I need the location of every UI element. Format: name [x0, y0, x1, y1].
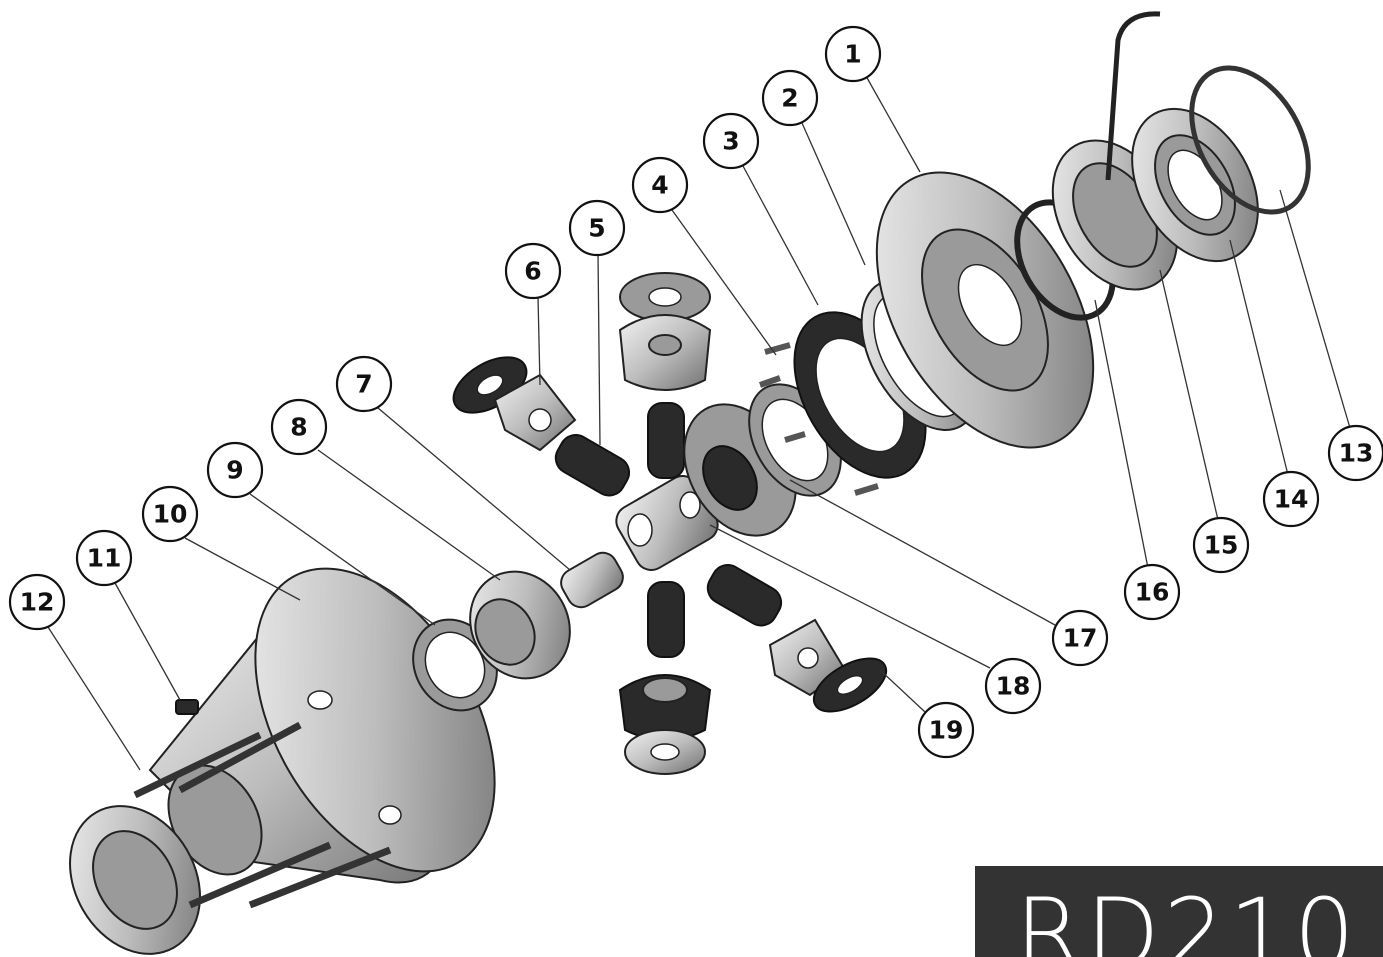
svg-text:12: 12 [20, 588, 55, 617]
svg-text:13: 13 [1339, 439, 1374, 468]
part-center-block-18 [615, 475, 719, 571]
callout-19: 19 [917, 701, 975, 759]
part-springs [759, 342, 879, 496]
callout-6: 6 [504, 242, 562, 300]
svg-text:3: 3 [722, 127, 739, 156]
svg-text:1: 1 [844, 40, 861, 69]
model-badge: RD210 [975, 866, 1383, 957]
part-pinion-gear-19 [768, 618, 888, 713]
callout-2: 2 [761, 69, 819, 127]
svg-text:19: 19 [929, 716, 964, 745]
svg-text:18: 18 [996, 672, 1031, 701]
leader-lines [47, 75, 1351, 771]
callout-12: 12 [8, 573, 66, 631]
callout-11: 11 [75, 529, 133, 587]
part-bearing-14 [1131, 107, 1259, 263]
svg-text:14: 14 [1274, 485, 1309, 514]
part-screw-small [175, 699, 199, 715]
part-bolts [133, 721, 392, 909]
svg-text:15: 15 [1204, 531, 1239, 560]
callout-16: 16 [1123, 563, 1181, 621]
part-shaft-7 [560, 551, 624, 609]
callout-15: 15 [1192, 516, 1250, 574]
callout-17: 17 [1051, 609, 1109, 667]
svg-text:16: 16 [1135, 578, 1170, 607]
callout-8: 8 [270, 398, 328, 456]
part-pinion-gear-6 [452, 356, 577, 452]
svg-text:5: 5 [588, 214, 605, 243]
part-pinion-gear-top [618, 272, 712, 391]
svg-text:11: 11 [87, 544, 122, 573]
svg-text:17: 17 [1063, 624, 1098, 653]
callout-4: 4 [631, 156, 689, 214]
callout-1: 1 [824, 25, 882, 83]
callout-3: 3 [702, 112, 760, 170]
model-label: RD210 [1015, 878, 1359, 957]
svg-text:9: 9 [226, 456, 243, 485]
svg-text:6: 6 [524, 257, 541, 286]
callout-7: 7 [335, 355, 393, 413]
svg-text:7: 7 [355, 370, 372, 399]
part-pinion-gear-bottom [618, 674, 712, 775]
svg-text:10: 10 [153, 500, 188, 529]
svg-text:8: 8 [290, 413, 307, 442]
svg-text:2: 2 [781, 84, 798, 113]
callout-5: 5 [568, 199, 626, 257]
part-side-gear-8 [469, 570, 571, 680]
callout-10: 10 [141, 485, 199, 543]
callout-9: 9 [206, 441, 264, 499]
callout-14: 14 [1262, 470, 1320, 528]
part-cover-flange-1 [875, 171, 1095, 449]
part-cross-pins [554, 402, 783, 658]
callout-18: 18 [984, 657, 1042, 715]
svg-text:4: 4 [651, 171, 668, 200]
part-circlip-13 [1189, 65, 1311, 215]
callout-13: 13 [1327, 424, 1383, 482]
